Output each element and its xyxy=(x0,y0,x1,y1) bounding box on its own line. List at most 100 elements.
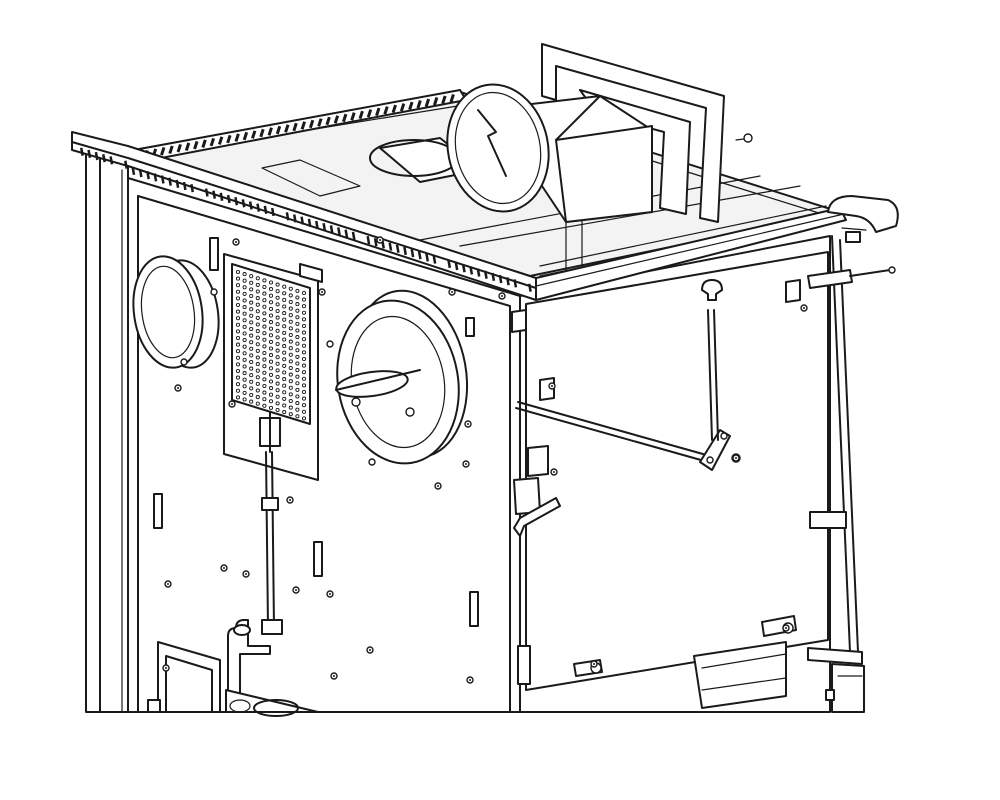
grille-hole xyxy=(262,357,267,362)
grille-hole xyxy=(242,305,247,310)
grille-hole xyxy=(262,278,267,283)
vent-slot xyxy=(447,259,452,269)
grille-hole xyxy=(262,350,267,356)
vent-slot xyxy=(388,242,393,251)
grille-hole xyxy=(295,407,300,412)
grille-hole xyxy=(282,390,287,395)
grille-hole xyxy=(288,286,293,291)
vent-slot xyxy=(391,104,397,114)
grille-hole xyxy=(262,337,267,342)
grille-hole xyxy=(249,340,254,345)
screw-center xyxy=(469,679,471,681)
grille-hole xyxy=(235,289,241,294)
vent-slot xyxy=(226,134,232,144)
grille-hole xyxy=(275,289,280,294)
grille-hole xyxy=(288,326,293,331)
vent-slot xyxy=(131,166,136,176)
grille-hole xyxy=(295,374,300,379)
vent-slot xyxy=(403,246,407,256)
vent-slot xyxy=(124,160,128,169)
grille-hole xyxy=(288,372,293,377)
vent-slot xyxy=(182,181,187,191)
grille-hole xyxy=(262,291,267,296)
grille-hole xyxy=(242,318,247,323)
grille-hole xyxy=(262,383,267,389)
grille-hole xyxy=(249,326,254,332)
grille-hole xyxy=(255,368,260,373)
grille-hole xyxy=(242,338,247,343)
grille-hole xyxy=(268,306,274,311)
grille-hole xyxy=(249,392,254,398)
grille-hole xyxy=(255,282,260,287)
vent-slot xyxy=(80,147,84,156)
grille-hole xyxy=(242,291,247,296)
vent-slot xyxy=(317,118,323,127)
grille-hole xyxy=(249,293,254,299)
grille-hole xyxy=(268,399,274,404)
grille-hole xyxy=(262,390,267,395)
grille-hole xyxy=(301,330,307,335)
grille-hole xyxy=(301,389,307,395)
grille-hole xyxy=(235,395,241,400)
vent-slot xyxy=(366,235,371,245)
grille-hole xyxy=(255,362,260,367)
grille-hole xyxy=(255,401,260,406)
grille-hole xyxy=(268,386,274,391)
grille-hole xyxy=(235,355,241,360)
grille-hole xyxy=(262,331,267,336)
grille-hole xyxy=(255,289,260,294)
grille-hole xyxy=(275,388,280,393)
grille-hole xyxy=(255,348,260,353)
vent-slot xyxy=(498,274,503,284)
vent-slot xyxy=(476,268,481,277)
grille-hole xyxy=(268,320,274,325)
vent-slot xyxy=(358,110,364,120)
grille-hole xyxy=(301,337,307,342)
grille-hole xyxy=(235,375,241,380)
screw-center xyxy=(437,485,439,487)
grille-hole xyxy=(295,302,300,307)
grille-hole xyxy=(275,308,280,314)
screw-center xyxy=(451,291,453,293)
grille-hole xyxy=(235,283,241,288)
round-duct-collar-left xyxy=(132,255,220,369)
vent-slot xyxy=(193,140,199,150)
grille-hole xyxy=(295,288,300,293)
grille-hole xyxy=(268,346,274,351)
screw-center xyxy=(467,423,469,425)
screw-center xyxy=(223,567,225,569)
grille-hole xyxy=(268,353,274,358)
grille-hole xyxy=(249,346,254,351)
grille-hole xyxy=(268,366,274,371)
grille-hole xyxy=(275,315,280,320)
grille-hole xyxy=(288,412,293,417)
vent-slot xyxy=(395,244,400,253)
vent-slot xyxy=(337,227,341,236)
grille-hole xyxy=(242,397,247,402)
screw-center xyxy=(235,241,237,243)
grille-hole xyxy=(249,300,254,305)
vent-slot xyxy=(325,116,331,126)
grille-hole xyxy=(255,375,260,380)
grille-hole xyxy=(235,296,241,301)
screw-center xyxy=(165,667,167,669)
grille-hole xyxy=(262,298,267,303)
vent-slot xyxy=(219,192,224,201)
vent-slot xyxy=(351,231,356,240)
grille-hole xyxy=(282,344,287,349)
grille-hole xyxy=(235,335,241,341)
grille-hole xyxy=(268,359,274,364)
screw-center xyxy=(593,663,595,665)
vent-slot xyxy=(315,220,319,230)
vent-slot xyxy=(342,113,348,123)
grille-hole xyxy=(295,335,300,340)
screw-center xyxy=(167,583,169,585)
grille-hole xyxy=(242,298,247,303)
vent-slot xyxy=(251,130,257,139)
vent-slot xyxy=(408,101,414,111)
vent-slot xyxy=(454,261,459,271)
vent-slot xyxy=(102,154,106,163)
grille-hole xyxy=(262,317,267,323)
screw-center xyxy=(177,387,179,389)
grille-hole xyxy=(242,311,247,316)
